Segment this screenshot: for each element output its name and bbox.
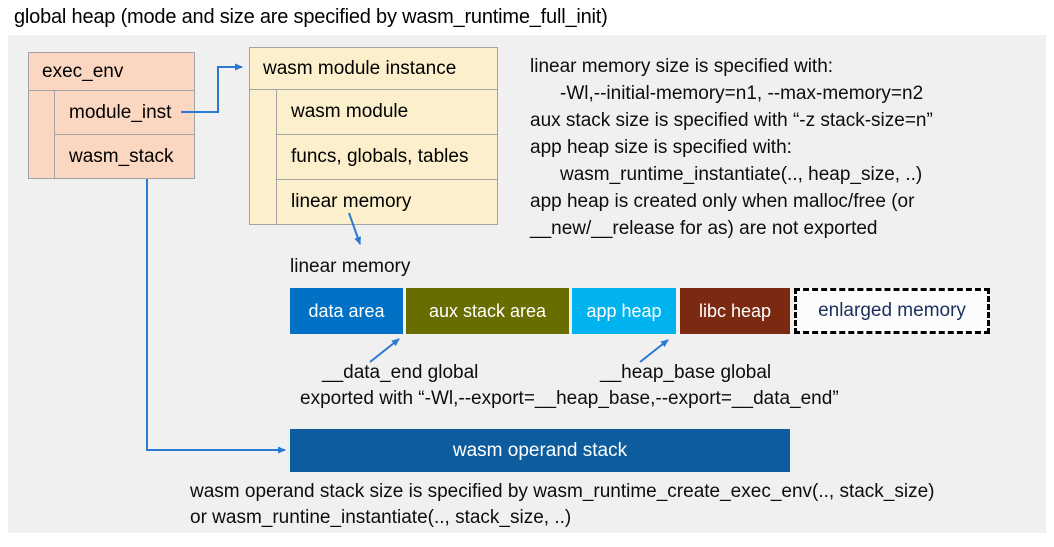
note-line: wasm_runtime_instantiate(.., heap_size, … xyxy=(560,164,923,185)
note-line: linear memory size is specified with: xyxy=(530,56,834,77)
segment-label: enlarged memory xyxy=(818,300,966,321)
module-instance-row-wasm-module: wasm module xyxy=(276,90,497,135)
module-instance-row-funcs-globals-tables: funcs, globals, tables xyxy=(276,135,497,180)
segment-label: data area xyxy=(308,300,385,321)
wasm-operand-stack-bar: wasm operand stack xyxy=(290,429,790,472)
note-line: wasm operand stack size is specified by … xyxy=(190,481,935,502)
note-line: __new/__release for as) are not exported xyxy=(530,218,878,239)
exported-with-label: exported with “-Wl,--export=__heap_base,… xyxy=(300,388,839,409)
exec-env-row-module-inst: module_inst xyxy=(54,91,194,135)
module-instance-row-linear-memory: linear memory xyxy=(276,180,497,225)
note-line: aux stack size is specified with “-z sta… xyxy=(530,110,933,131)
linear-memory-label: linear memory xyxy=(290,256,411,277)
note-line: app heap size is specified with: xyxy=(530,137,792,158)
memory-segment-libc-heap: libc heap xyxy=(680,288,790,334)
operand-stack-notes: wasm operand stack size is specified by … xyxy=(190,479,1050,531)
operand-stack-label: wasm operand stack xyxy=(452,439,628,461)
note-line: app heap is created only when malloc/fre… xyxy=(530,191,915,212)
module-instance-box: wasm module instance wasm module funcs, … xyxy=(249,47,498,225)
memory-segment-data-area: data area xyxy=(290,288,403,334)
note-line: or wasm_runtine_instantiate(.., stack_si… xyxy=(190,507,572,528)
diagram-title: global heap (mode and size are specified… xyxy=(14,6,608,28)
memory-segment-aux-stack-area: aux stack area xyxy=(406,288,569,334)
segment-label: app heap xyxy=(586,300,662,321)
memory-size-notes: linear memory size is specified with: -W… xyxy=(530,53,1042,242)
exec-env-box: exec_env module_inst wasm_stack xyxy=(28,52,195,179)
data-end-global-label: __data_end global xyxy=(322,362,479,383)
memory-segment-app-heap: app heap xyxy=(572,288,676,334)
segment-label: aux stack area xyxy=(428,300,547,321)
note-line: -Wl,--initial-memory=n1, --max-memory=n2 xyxy=(560,83,924,104)
exec-env-header: exec_env xyxy=(29,53,194,91)
heap-base-global-label: __heap_base global xyxy=(600,362,772,383)
exec-env-row-wasm-stack: wasm_stack xyxy=(54,135,194,179)
segment-label: libc heap xyxy=(698,300,772,321)
module-instance-header: wasm module instance xyxy=(250,48,497,90)
memory-segment-enlarged-memory: enlarged memory xyxy=(794,288,990,334)
